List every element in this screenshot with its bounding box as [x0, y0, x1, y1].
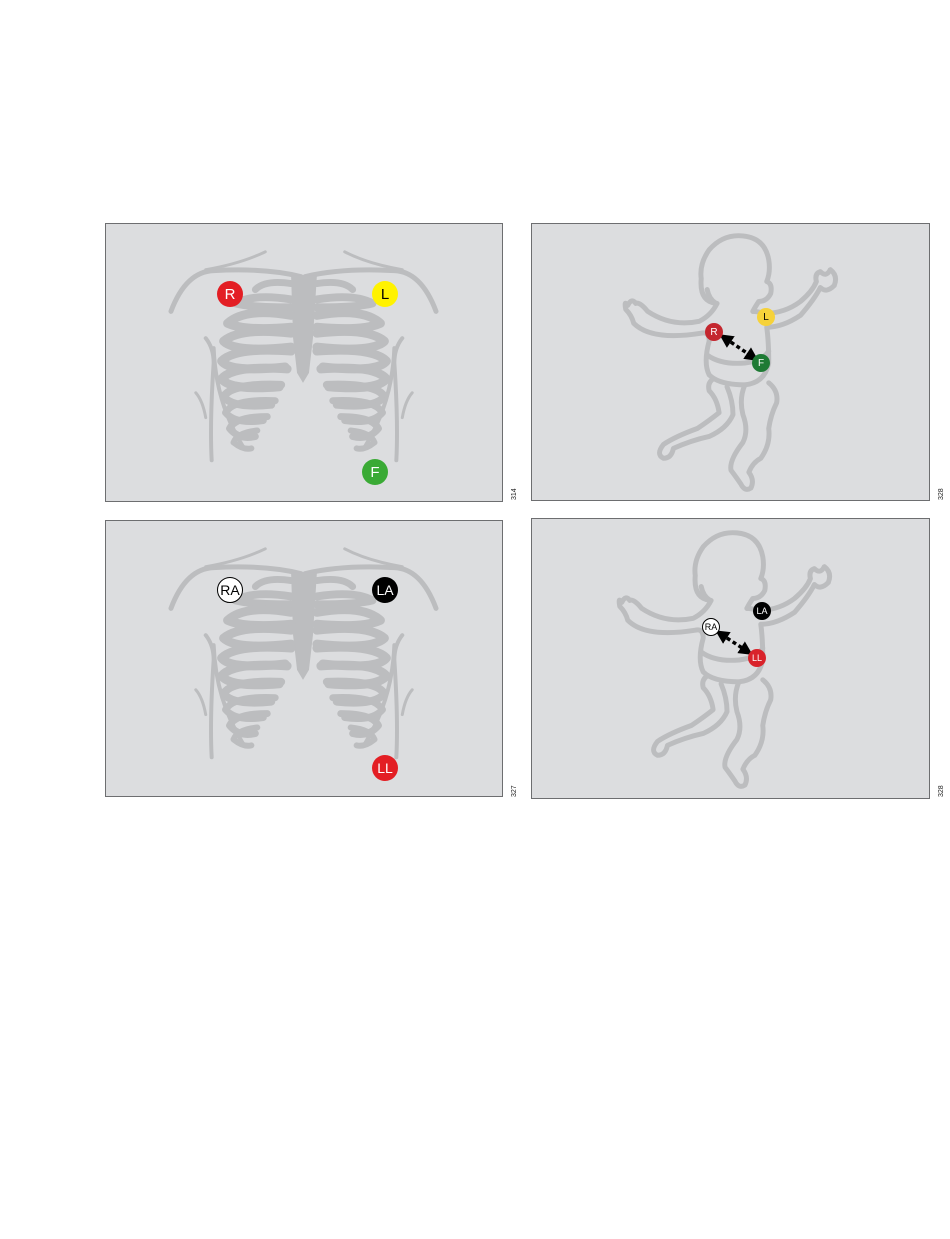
electrode-f: F — [362, 459, 388, 485]
ribcage-illustration — [106, 521, 502, 796]
figure-number: 328 — [938, 785, 945, 797]
ribcage-illustration — [106, 224, 502, 501]
electrode-ll: LL — [372, 755, 398, 781]
panel-infant-aha: LA RA LL — [531, 518, 930, 799]
infant-illustration — [532, 224, 929, 500]
electrode-la: LA — [372, 577, 398, 603]
panel-infant-iec: L R F — [531, 223, 930, 501]
figure-number: 328 — [938, 488, 945, 500]
electrode-ra: RA — [217, 577, 243, 603]
electrode-r: R — [217, 281, 243, 307]
panel-adult-aha: RA LA LL — [105, 520, 503, 797]
panel-adult-iec: R L F — [105, 223, 503, 502]
electrode-connection-arrow — [721, 634, 747, 651]
electrode-r: R — [705, 323, 723, 341]
electrode-ra: RA — [702, 618, 720, 636]
infant-illustration — [532, 519, 929, 798]
electrode-f: F — [752, 354, 770, 372]
figure-number: 314 — [511, 488, 518, 500]
electrode-connection-arrow — [725, 338, 753, 357]
electrode-l: L — [757, 308, 775, 326]
electrode-l: L — [372, 281, 398, 307]
electrode-ll: LL — [748, 649, 766, 667]
electrode-la: LA — [753, 602, 771, 620]
figure-number: 327 — [511, 785, 518, 797]
